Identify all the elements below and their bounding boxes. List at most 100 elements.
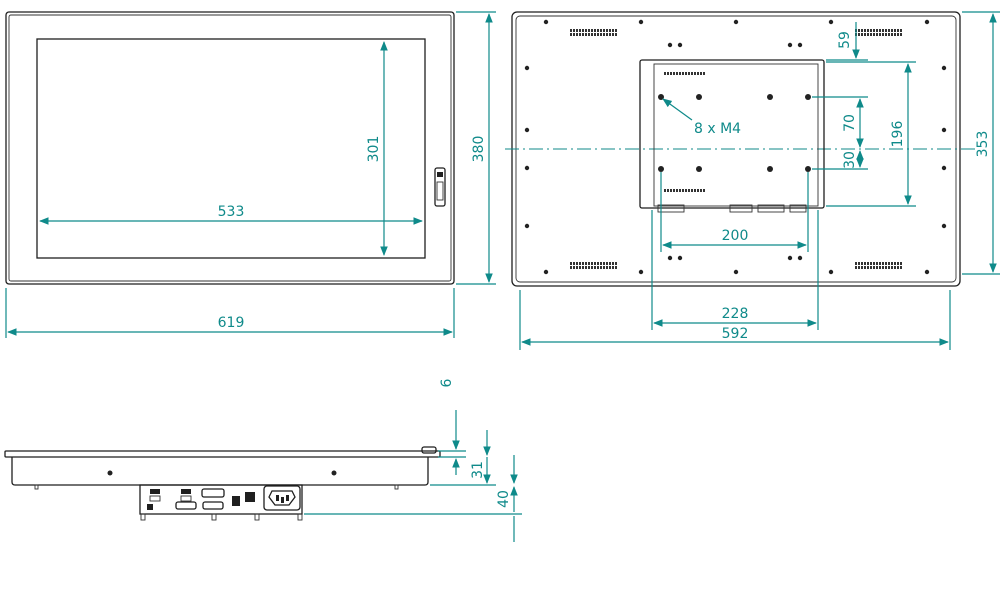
plate-connector [757,204,785,213]
io-foot [211,513,217,521]
dim-label-panel-depth: 31 [470,461,486,479]
vesa-hole [658,166,664,172]
screw-hole [797,42,803,48]
vent-grille [855,29,902,36]
dim-label-bezel: 6 [439,378,455,387]
screw-hole [638,269,644,275]
side-button [434,167,446,207]
io-foot [297,513,303,521]
front-view: 533 301 380 619 [5,11,496,338]
dim-label-overall-width: 619 [218,315,245,331]
side-bezel-tab [421,446,437,454]
screw-hole [733,19,739,25]
usb-port-icon [149,495,161,502]
serial-port-icon [201,488,225,498]
screw-hole [924,19,930,25]
dim-label-box-depth: 40 [496,490,512,508]
perimeter-screw-holes [524,19,947,275]
screw-hole [524,165,530,171]
vent-grilles [570,29,902,269]
vent-grille [570,262,617,269]
hole-note-label: 8 x M4 [694,121,741,137]
side-view: 6 31 40 [4,378,522,542]
plate-vent [664,189,705,192]
dim-label-top-offset: 59 [837,31,853,49]
screw-hole [524,127,530,133]
dim-label-plate-height: 196 [890,121,906,148]
screw-hole [941,65,947,71]
hole-note-leader [662,98,693,121]
screw-hole [524,65,530,71]
screw-hole [941,127,947,133]
screw-hole [941,223,947,229]
screw-hole [524,223,530,229]
dim-label-overall-height: 380 [471,136,487,163]
side-foot [34,484,39,490]
power-switch-icon [147,504,153,510]
dim-label-vesa-upper: 70 [842,114,858,132]
vesa-hole [696,94,702,100]
mount-plate-inner [653,63,819,207]
dim-label-cutout-width: 592 [722,326,749,342]
mount-plate [639,59,825,209]
dim-label-active-width: 533 [218,204,245,220]
screw-hole [941,165,947,171]
screw-hole [543,19,549,25]
plate-connector [657,204,685,213]
screw-hole [667,255,673,261]
dim-label-plate-width: 228 [722,306,749,322]
screw-hole [924,269,930,275]
side-screw [331,470,337,476]
side-button-switch [436,181,444,201]
ethernet-port-icon [232,496,240,506]
usb-port-icon [181,489,191,494]
screw-hole [543,269,549,275]
screw-hole [733,269,739,275]
screw-hole [797,255,803,261]
power-pin [281,497,284,503]
front-outer-frame [5,11,455,285]
power-pin [286,495,289,501]
dim-label-vesa-lower: 30 [842,151,858,169]
front-inner-frame [8,14,452,282]
usb-port-icon [180,495,192,502]
io-foot [140,513,146,521]
vesa-holes [658,94,811,172]
power-pin [276,495,279,501]
side-panel-body [11,457,429,486]
plate-connector [789,204,807,213]
ethernet-port-icon [245,492,255,502]
screw-hole [787,255,793,261]
vesa-hole [805,94,811,100]
screw-hole [787,42,793,48]
serial-port-icon [202,501,224,510]
screw-hole [677,42,683,48]
dim-label-vesa-horizontal: 200 [722,228,749,244]
screw-hole [667,42,673,48]
plate-connector [729,204,753,213]
screw-hole [828,19,834,25]
power-socket-icon [263,485,301,511]
screw-hole [677,255,683,261]
serial-port-icon [175,501,197,510]
vesa-hole [805,166,811,172]
io-foot [254,513,260,521]
side-button-led [437,172,443,177]
vent-grille [570,29,617,36]
usb-port-icon [150,489,160,494]
front-display-area [36,38,426,259]
io-box [139,484,303,515]
vesa-hole [696,166,702,172]
dim-label-cutout-height: 353 [975,131,991,158]
plate-vent [664,72,705,75]
side-foot [394,484,399,490]
side-screw [107,470,113,476]
plate-vents [664,72,705,192]
vesa-hole [767,166,773,172]
vesa-hole [767,94,773,100]
screw-hole [828,269,834,275]
rear-view: 8 x M4 59 70 30 196 353 200 228 [505,11,1000,350]
power-socket-shape [268,490,296,506]
screw-hole [638,19,644,25]
